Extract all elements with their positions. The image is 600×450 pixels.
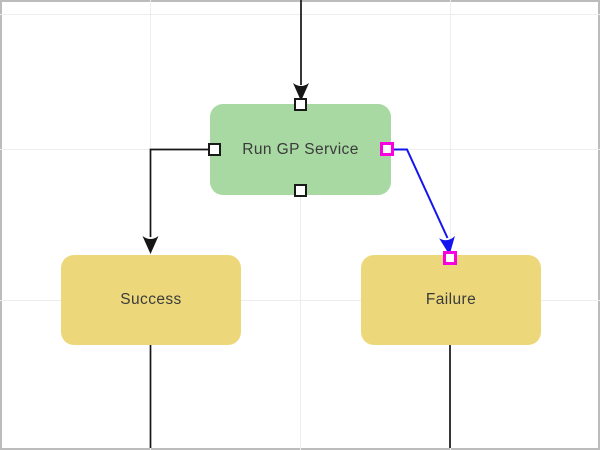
edge-into-run-gp-service[interactable]	[293, 0, 309, 101]
arrowhead-down-icon	[293, 83, 309, 101]
edge-run-gp-service-to-failure-selected[interactable]	[394, 148, 457, 257]
node-run-gp-service[interactable]: Run GP Service	[208, 98, 394, 197]
port-run-gp-service-right-selected[interactable]	[380, 142, 394, 156]
node-failure-label: Failure	[425, 291, 477, 308]
node-failure[interactable]: Failure	[361, 251, 541, 345]
node-run-gp-service-label: Run GP Service	[242, 140, 359, 158]
edge-run-gp-service-to-success[interactable]	[142, 148, 211, 255]
node-success[interactable]: Success	[61, 255, 241, 345]
node-success-label: Success	[120, 291, 182, 308]
arrowhead-down-icon	[142, 236, 159, 254]
port-run-gp-service-top[interactable]	[294, 98, 307, 111]
port-failure-top-selected[interactable]	[443, 251, 457, 265]
port-run-gp-service-bottom[interactable]	[294, 184, 307, 197]
port-run-gp-service-left[interactable]	[208, 143, 221, 156]
arrowhead-down-icon	[439, 236, 455, 255]
